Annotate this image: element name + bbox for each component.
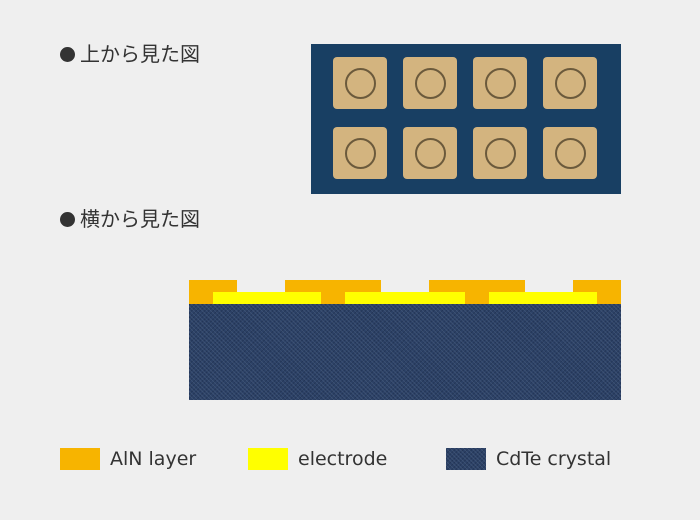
electrode-pad xyxy=(473,57,527,109)
pad-ring-icon xyxy=(415,68,446,99)
legend-item-aln: AlN layer xyxy=(60,447,196,471)
electrode-pad xyxy=(543,127,597,179)
electrode-pad xyxy=(333,57,387,109)
pad-ring-icon xyxy=(555,138,586,169)
electrode-pad xyxy=(543,57,597,109)
electrode-pad xyxy=(403,57,457,109)
side-view-heading: 横から見た図 xyxy=(60,207,200,231)
electrode-strip xyxy=(489,292,597,304)
crystal-swatch xyxy=(446,448,486,470)
pad-ring-icon xyxy=(415,138,446,169)
electrode-pad xyxy=(403,127,457,179)
bullet-icon xyxy=(60,47,75,62)
electrode-strip xyxy=(213,292,321,304)
side-view-diagram xyxy=(189,280,621,400)
pad-ring-icon xyxy=(345,138,376,169)
legend-label-crystal: CdTe crystal xyxy=(496,448,612,470)
electrode-pad xyxy=(333,127,387,179)
pad-ring-icon xyxy=(555,68,586,99)
bullet-icon xyxy=(60,212,75,227)
legend-item-electrode: electrode xyxy=(248,447,387,471)
legend-label-electrode: electrode xyxy=(298,448,388,470)
side-view-heading-label: 横から見た図 xyxy=(80,207,200,231)
pad-ring-icon xyxy=(485,68,516,99)
electrode-swatch xyxy=(248,448,288,470)
legend-item-crystal: CdTe crystal xyxy=(446,447,611,471)
top-view-diagram xyxy=(311,44,621,194)
pad-ring-icon xyxy=(485,138,516,169)
top-view-heading: 上から見た図 xyxy=(60,42,200,66)
top-view-heading-label: 上から見た図 xyxy=(80,42,200,66)
legend-label-aln: AlN layer xyxy=(110,448,197,470)
pad-ring-icon xyxy=(345,68,376,99)
cdte-crystal xyxy=(189,304,621,400)
aln-swatch xyxy=(60,448,100,470)
electrode-pad xyxy=(473,127,527,179)
electrode-strip xyxy=(345,292,465,304)
